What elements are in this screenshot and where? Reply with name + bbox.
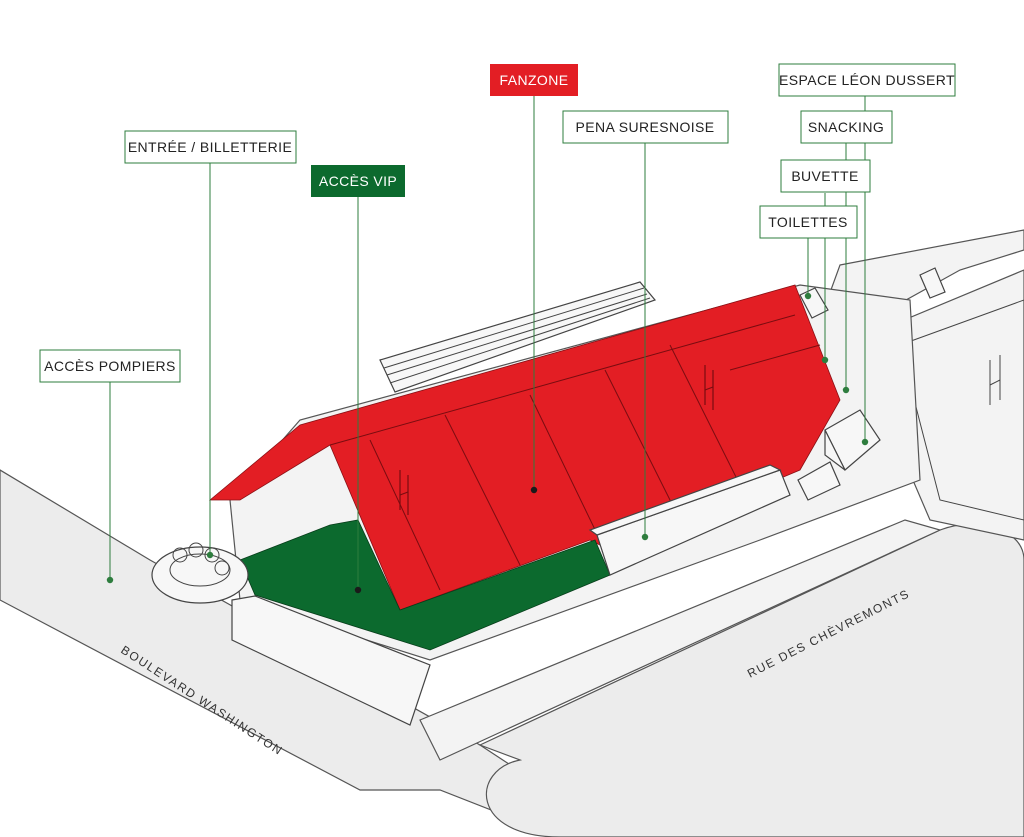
label-toilettes: TOILETTES [759,205,858,239]
label-espace-leon-dussert: ESPACE LÉON DUSSERT [778,63,956,97]
espace-label-text: ESPACE LÉON DUSSERT [779,72,955,88]
label-fanzone: FANZONE [490,64,578,96]
label-buvette: BUVETTE [780,159,871,193]
toilettes-label-text: TOILETTES [768,214,848,230]
far-right-block [919,267,946,299]
entree-label-text: ENTRÉE / BILLETTERIE [128,139,292,155]
buvette-label-text: BUVETTE [791,168,858,184]
location-markers [106,292,869,594]
label-acces-pompiers: ACCÈS POMPIERS [39,349,181,383]
fanzone-goalpost-left [399,470,409,515]
label-entree-billetterie: ENTRÉE / BILLETTERIE [124,130,297,164]
espace-leon-dussert-building [824,409,881,471]
vip-area [239,519,611,651]
snacking-marker [842,386,850,394]
pompiers-marker [106,576,114,584]
pompiers-label-text: ACCÈS POMPIERS [44,358,176,374]
espace-marker [861,438,869,446]
pena-label-text: PENA SURESNOISE [575,119,714,135]
fanzone-label-text: FANZONE [500,72,569,88]
entree-marker [206,551,214,559]
fanzone-goalpost-right [704,365,714,410]
rue-des-chevremonts-band [419,519,942,761]
pena-marker [641,533,649,541]
buvette-marker [821,356,829,364]
toilettes-marker [804,292,812,300]
utility-box [797,461,841,501]
fanzone-marker [530,486,538,494]
main-grandstand [379,281,657,393]
south-boundary-wall [231,595,431,726]
label-snacking: SNACKING [800,110,893,144]
pena-suresnoise-building [588,464,791,576]
label-acces-vip: ACCÈS VIP [311,165,405,197]
ticket-booth-complex [151,542,249,604]
vip-marker [354,586,362,594]
label-pena-suresnoise: PENA SURESNOISE [562,110,729,144]
training-goalpost [989,355,1001,405]
vip-label-text: ACCÈS VIP [319,173,397,189]
training-field-lines [899,299,1024,521]
pitch-markings [329,314,821,591]
snacking-label-text: SNACKING [808,119,884,135]
